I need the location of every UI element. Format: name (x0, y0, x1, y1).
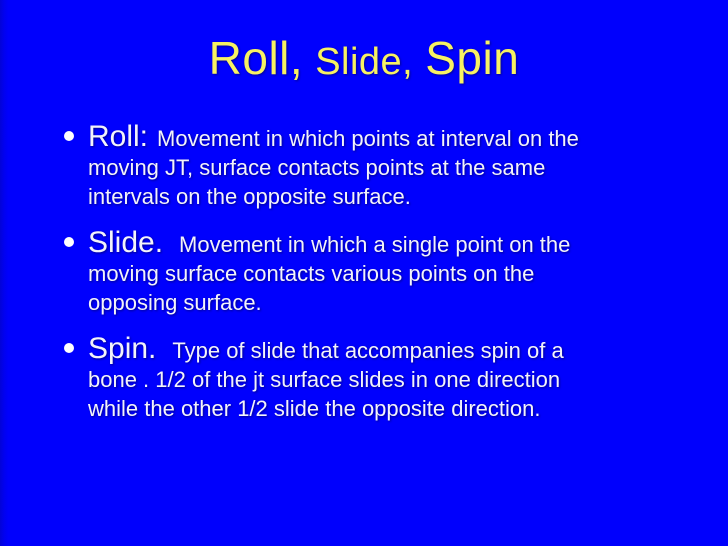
bullet-item-roll: Roll: Movement in which points at interva… (62, 122, 692, 211)
bullet-list: Roll: Movement in which points at interva… (62, 122, 692, 440)
bullet-text-line: intervals on the opposite surface. (88, 184, 411, 209)
bullet-item-spin: Spin. Type of slide that accompanies spin… (62, 334, 692, 423)
bullet-text-line: moving surface contacts various points o… (88, 261, 535, 286)
bullet-icon (64, 131, 74, 141)
title-word-spin: Spin (425, 32, 520, 84)
bullet-icon (64, 237, 74, 247)
bullet-lead-roll: Roll: (88, 120, 149, 153)
bullet-lead-spin: Spin. (88, 332, 157, 365)
slide-title: Roll, Slide, Spin (0, 31, 728, 89)
title-word-slide: Slide, (315, 41, 414, 83)
bullet-item-slide: Slide. Movement in which a single point o… (62, 228, 692, 317)
bullet-text-line: while the other 1/2 slide the opposite d… (88, 396, 541, 421)
bullet-text-line: Movement in which points at interval on … (157, 126, 579, 151)
bullet-icon (64, 343, 74, 353)
bullet-text-line: moving JT, surface contacts points at th… (88, 155, 546, 180)
bullet-lead-slide: Slide. (88, 226, 164, 259)
bullet-text-line: Movement in which a single point on the (179, 232, 571, 257)
bullet-text-line: opposing surface. (88, 290, 262, 315)
bullet-text-line: Type of slide that accompanies spin of a (172, 338, 564, 363)
bullet-text-line: bone . 1/2 of the jt surface slides in o… (88, 367, 561, 392)
title-word-roll: Roll, (208, 32, 304, 84)
